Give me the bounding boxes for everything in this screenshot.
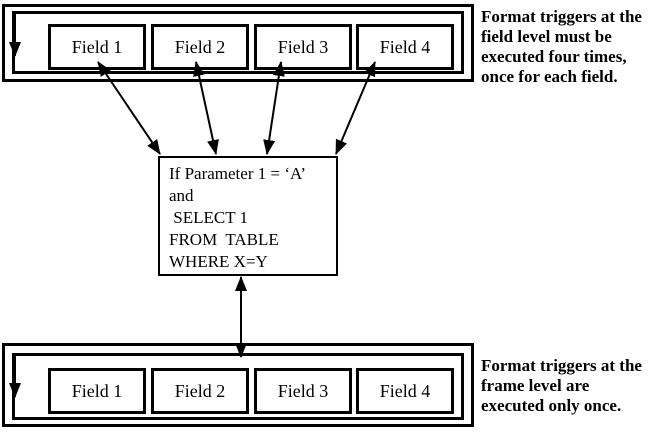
frame-level-note-line-1: Format triggers at the xyxy=(481,356,642,375)
bottom-frame-inner-border: Field 1 Field 2 Field 3 Field 4 xyxy=(12,353,464,420)
code-line-3: SELECT 1 xyxy=(169,208,249,227)
code-line-4: FROM TABLE xyxy=(169,230,279,249)
bottom-field-3: Field 3 xyxy=(254,368,352,414)
top-field-4: Field 4 xyxy=(356,24,454,70)
top-field-1: Field 1 xyxy=(48,24,146,70)
top-field-2: Field 2 xyxy=(151,24,249,70)
frame-level-note-line-2: frame level are xyxy=(481,376,590,395)
bottom-field-2: Field 2 xyxy=(151,368,249,414)
code-line-5: WHERE X=Y xyxy=(169,252,268,271)
bottom-field-1: Field 1 xyxy=(48,368,146,414)
top-frame: Field 1 Field 2 Field 3 Field 4 xyxy=(2,4,474,82)
code-line-1: If Parameter 1 = ‘A’ xyxy=(169,164,307,183)
field-level-note-line-3: executed four times, xyxy=(481,47,627,66)
field-level-note-line-4: once for each field. xyxy=(481,67,618,86)
trigger-code-box: If Parameter 1 = ‘A’ and SELECT 1 FROM T… xyxy=(158,156,338,276)
field-level-note-line-1: Format triggers at the xyxy=(481,7,642,26)
top-field-3: Field 3 xyxy=(254,24,352,70)
code-line-2: and xyxy=(169,186,194,205)
frame-level-note: Format triggers at the frame level are e… xyxy=(481,356,663,416)
field-level-note-line-2: field level must be xyxy=(481,27,612,46)
bottom-field-4: Field 4 xyxy=(356,368,454,414)
field-level-note: Format triggers at the field level must … xyxy=(481,7,663,87)
frame-level-note-line-3: executed only once. xyxy=(481,396,622,415)
bottom-frame: Field 1 Field 2 Field 3 Field 4 xyxy=(2,343,474,427)
top-frame-inner-border: Field 1 Field 2 Field 3 Field 4 xyxy=(12,11,464,74)
